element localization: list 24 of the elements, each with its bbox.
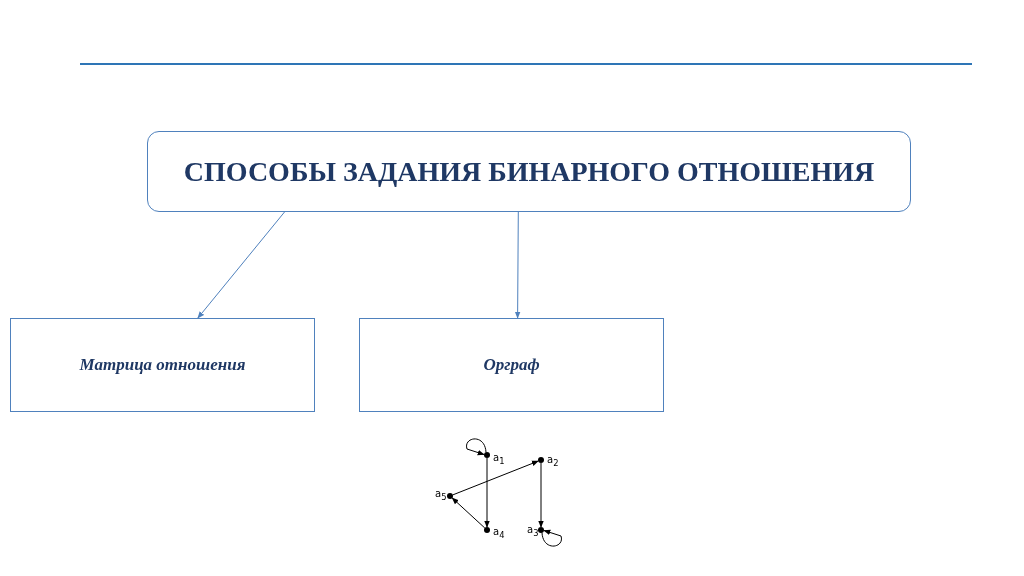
- loop-arrow: [466, 438, 487, 456]
- arrow: [514, 211, 521, 319]
- process-box: [359, 318, 664, 412]
- vertex-dot: [538, 527, 544, 533]
- vertex-label: a$_{3}$: [527, 525, 539, 538]
- vertex-dot: [484, 452, 490, 458]
- title-text: СПОСОБЫ ЗАДАНИЯ БИНАРНОГО ОТНОШЕНИЯ: [182, 154, 876, 189]
- process-box: [10, 318, 315, 412]
- box-label: Матрица отношения: [78, 354, 247, 376]
- vertex-label: a$_{1}$: [493, 453, 505, 466]
- vertex-label: a$_{4}$: [493, 527, 505, 540]
- vertex-dot: [484, 527, 490, 533]
- vertex-dot: [538, 457, 544, 463]
- vertex-label: a$_{5}$: [435, 489, 447, 502]
- arrow: [484, 457, 490, 528]
- box-label: Орграф: [482, 354, 541, 376]
- arrow: [538, 462, 544, 528]
- loop-arrow: [541, 529, 562, 547]
- title-box: [147, 131, 911, 212]
- vertex-label: a$_{2}$: [547, 455, 559, 468]
- arrow: [451, 497, 486, 529]
- arrow: [452, 460, 539, 496]
- vertex-dot: [447, 493, 453, 499]
- arrow: [197, 211, 285, 319]
